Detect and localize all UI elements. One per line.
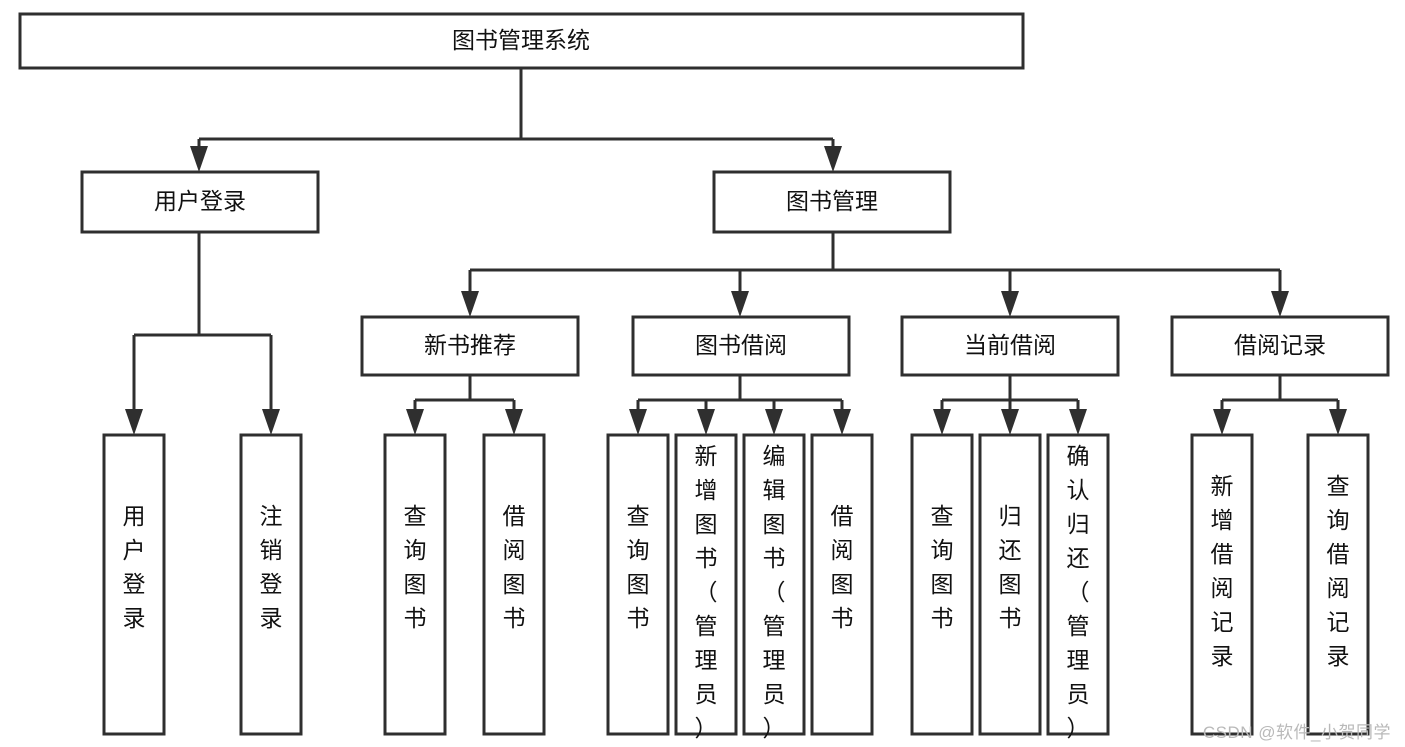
node-current-borrow[interactable]: 当前借阅	[900, 315, 1120, 377]
node-book-borrow-box	[631, 315, 851, 377]
leaf-book-borrow-1[interactable]: 查询图书	[606, 433, 670, 736]
arrow-to-book-management	[824, 146, 842, 172]
arrow-to-new-books	[461, 291, 479, 317]
node-new-books-box	[360, 315, 580, 377]
leaf-book-borrow-1-box	[606, 433, 670, 736]
node-root-box	[18, 12, 1025, 70]
leaf-borrow-records-2-box	[1306, 433, 1370, 736]
node-root-system[interactable]: 图书管理系统	[18, 12, 1025, 70]
arrow-to-current-borrow	[1001, 291, 1019, 317]
leaf-current-borrow-2-label: 归还图书	[999, 503, 1022, 631]
arrow-records-leaf-2	[1329, 409, 1347, 435]
arrow-to-borrow-records	[1271, 291, 1289, 317]
node-current-borrow-label: 当前借阅	[964, 332, 1056, 358]
node-book-management-box	[712, 170, 952, 234]
leaf-book-borrow-3-label: 编辑图书（管理员）	[763, 443, 786, 741]
node-book-management-label: 图书管理	[786, 188, 878, 214]
leaf-new-books-1-label: 查询图书	[404, 503, 427, 631]
node-borrow-records-label: 借阅记录	[1234, 332, 1326, 358]
leaf-current-borrow-1-label: 查询图书	[931, 503, 954, 631]
arrow-current-leaf-2	[1001, 409, 1019, 435]
leaf-user-login-2[interactable]: 注销登录	[239, 433, 303, 736]
leaf-book-borrow-2-label: 新增图书（管理员）	[695, 443, 718, 741]
node-user-login[interactable]: 用户登录	[80, 170, 320, 234]
node-current-borrow-box	[900, 315, 1120, 377]
leaf-borrow-records-2-label: 查询借阅记录	[1327, 473, 1350, 669]
arrow-current-leaf-3	[1069, 409, 1087, 435]
arrow-newbooks-leaf-2	[505, 409, 523, 435]
leaf-current-borrow-3-label: 确认归还（管理员）	[1067, 443, 1090, 741]
leaf-user-login-2-label: 注销登录	[260, 503, 283, 631]
leaf-current-borrow-2-box	[978, 433, 1042, 736]
csdn-watermark: CSDN @软件_小贺同学	[1202, 723, 1391, 742]
node-user-login-label: 用户登录	[154, 188, 246, 214]
leaf-current-borrow-2[interactable]: 归还图书	[978, 433, 1042, 736]
node-user-login-box	[80, 170, 320, 234]
arrow-newbooks-leaf-1	[406, 409, 424, 435]
arrow-records-leaf-1	[1213, 409, 1231, 435]
node-book-management[interactable]: 图书管理	[712, 170, 952, 234]
leaf-borrow-records-2[interactable]: 查询借阅记录	[1306, 433, 1370, 736]
leaf-new-books-1-box	[383, 433, 447, 736]
leaf-borrow-records-1-box	[1190, 433, 1254, 736]
leaf-book-borrow-4[interactable]: 借阅图书	[810, 433, 874, 736]
leaf-book-borrow-3[interactable]: 编辑图书（管理员）	[742, 433, 806, 741]
arrow-borrow-leaf-1	[629, 409, 647, 435]
arrow-to-user-login	[190, 146, 208, 172]
node-book-borrow-label: 图书借阅	[695, 332, 787, 358]
leaf-user-login-1-label: 用户登录	[123, 503, 146, 631]
arrow-to-book-borrow	[731, 291, 749, 317]
leaf-new-books-1[interactable]: 查询图书	[383, 433, 447, 736]
arrow-user-leaf-1	[125, 409, 143, 435]
node-root-label: 图书管理系统	[452, 27, 590, 53]
leaf-user-login-2-box	[239, 433, 303, 736]
arrow-borrow-leaf-3	[765, 409, 783, 435]
leaf-book-borrow-2-box	[674, 433, 738, 736]
leaf-borrow-records-1[interactable]: 新增借阅记录	[1190, 433, 1254, 736]
leaf-borrow-records-1-label: 新增借阅记录	[1211, 473, 1234, 669]
leaf-current-borrow-3-box	[1046, 433, 1110, 736]
leaf-new-books-2-box	[482, 433, 546, 736]
leaf-book-borrow-3-box	[742, 433, 806, 736]
node-new-books-label: 新书推荐	[424, 332, 516, 358]
arrow-borrow-leaf-2	[697, 409, 715, 435]
leaf-book-borrow-1-label: 查询图书	[627, 503, 650, 631]
arrow-borrow-leaf-4	[833, 409, 851, 435]
leaf-current-borrow-1[interactable]: 查询图书	[910, 433, 974, 736]
leaf-book-borrow-4-label: 借阅图书	[831, 503, 854, 631]
leaf-book-borrow-2[interactable]: 新增图书（管理员）	[674, 433, 738, 741]
leaf-user-login-1-box	[102, 433, 166, 736]
node-borrow-records[interactable]: 借阅记录	[1170, 315, 1390, 377]
node-borrow-records-box	[1170, 315, 1390, 377]
leaf-new-books-2[interactable]: 借阅图书	[482, 433, 546, 736]
arrow-user-leaf-2	[262, 409, 280, 435]
node-book-borrow[interactable]: 图书借阅	[631, 315, 851, 377]
node-new-books[interactable]: 新书推荐	[360, 315, 580, 377]
leaf-current-borrow-3[interactable]: 确认归还（管理员）	[1046, 433, 1110, 741]
connector-layer	[125, 68, 1347, 435]
leaf-user-login-1[interactable]: 用户登录	[102, 433, 166, 736]
leaf-current-borrow-1-box	[910, 433, 974, 736]
arrow-current-leaf-1	[933, 409, 951, 435]
leaf-new-books-2-label: 借阅图书	[503, 503, 526, 631]
leaf-book-borrow-4-box	[810, 433, 874, 736]
